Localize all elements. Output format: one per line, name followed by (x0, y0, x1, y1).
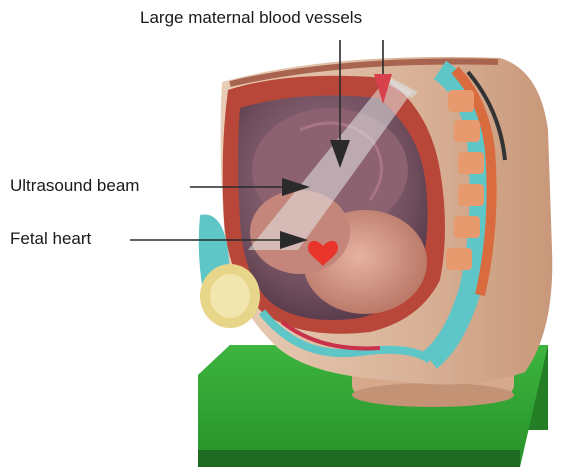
label-maternal-blood-vessels: Large maternal blood vessels (140, 8, 362, 28)
label-ultrasound-beam: Ultrasound beam (10, 176, 139, 196)
label-fetal-heart: Fetal heart (10, 229, 91, 249)
